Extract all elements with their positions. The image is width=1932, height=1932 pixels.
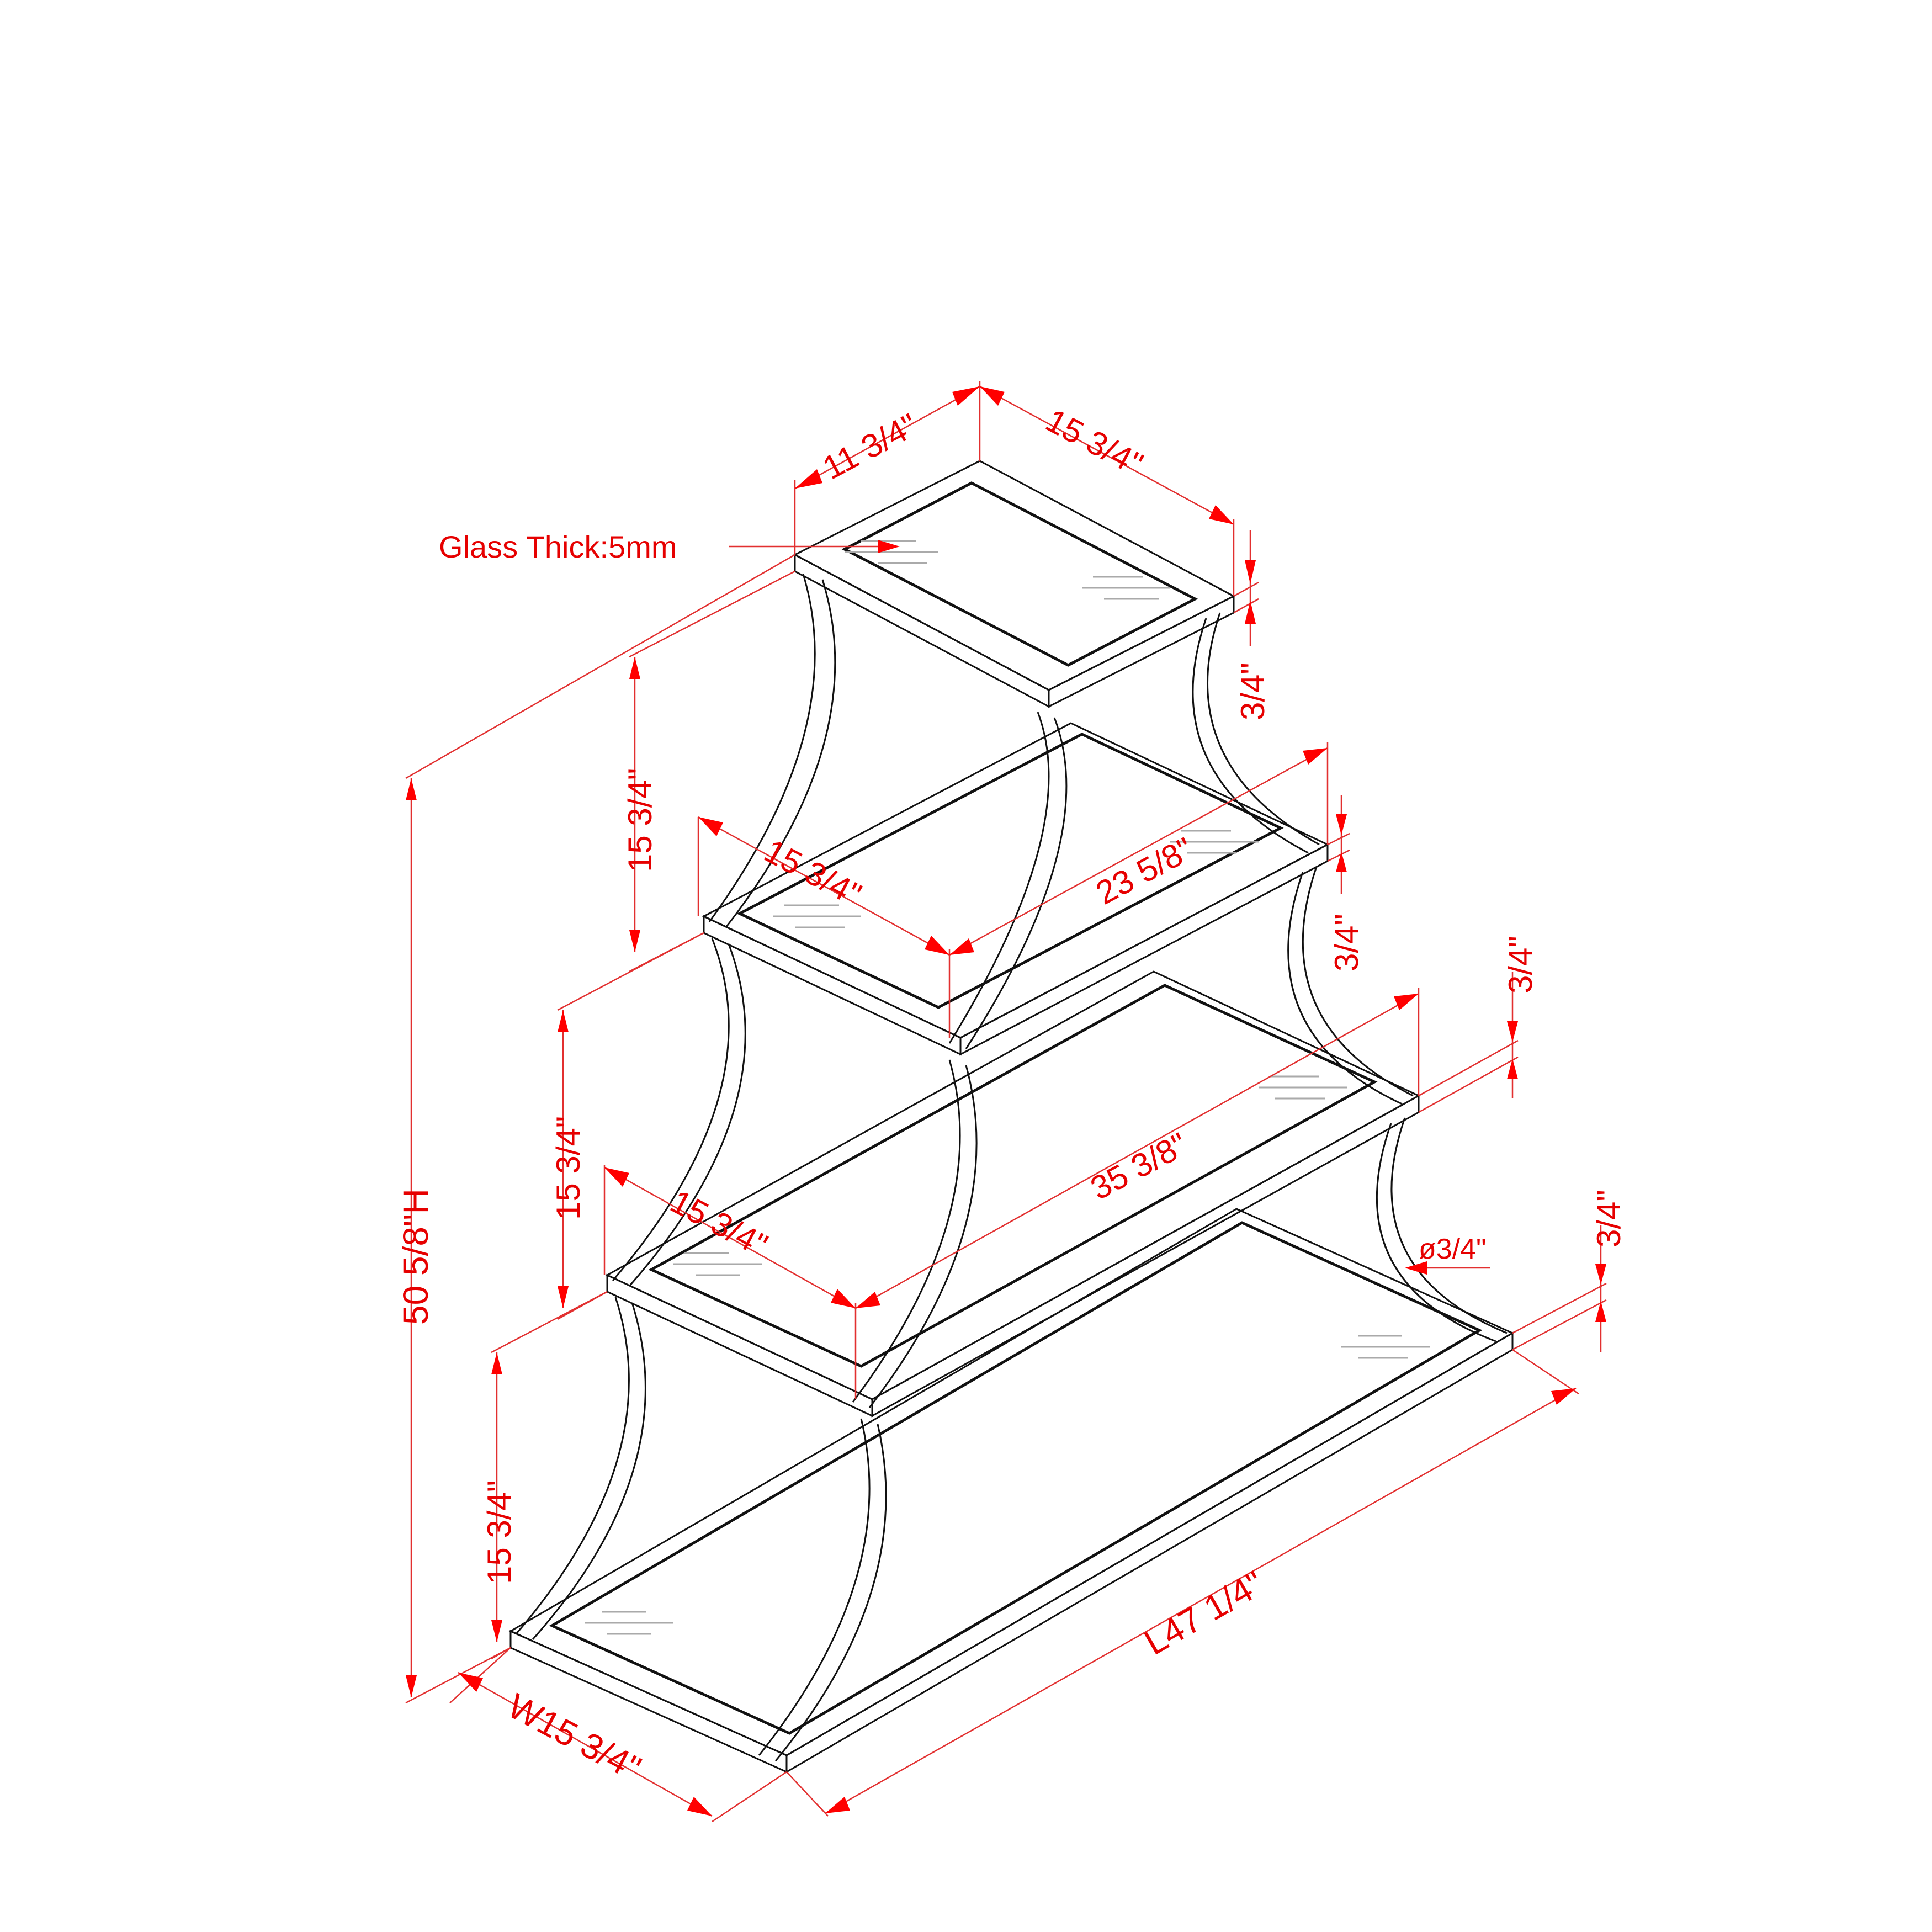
second-tier-depth-label: 15 3/4" <box>758 832 868 913</box>
shelf-structure <box>508 460 1515 1774</box>
tier-bottom <box>508 1208 1515 1774</box>
third-tier-thickness-label: 3/4" <box>1502 936 1539 994</box>
dimension-lines <box>405 381 1607 1823</box>
tier-top <box>793 460 1236 708</box>
second-tier-thickness-label: 3/4" <box>1328 914 1365 972</box>
curved-legs <box>515 574 1508 1761</box>
dimension-labels: Glass Thick:5mm 11 3/4" 15 3/4" 3/4" 15 … <box>396 401 1627 1788</box>
tube-diameter-label: ø3/4" <box>1419 1233 1487 1265</box>
tier-second <box>702 722 1330 1056</box>
bottom-tier-thickness-label: 3/4" <box>1590 1190 1627 1248</box>
overall-width-label: W15 3/4" <box>501 1686 647 1788</box>
third-tier-length-label: 35 3/8" <box>1085 1126 1194 1207</box>
top-tier-length-label: 15 3/4" <box>1040 401 1149 482</box>
overall-length-label: L47 1/4" <box>1138 1563 1271 1663</box>
spacing-third-label: 15 3/4" <box>481 1480 518 1584</box>
glass-thickness-note: Glass Thick:5mm <box>439 529 677 564</box>
top-tier-depth-label: 11 3/4" <box>817 406 924 486</box>
spacing-top-label: 15 3/4" <box>622 768 659 872</box>
overall-height-label: 50 5/8"H <box>396 1188 436 1325</box>
spacing-second-label: 15 3/4" <box>550 1116 587 1220</box>
top-tier-thickness-label: 3/4" <box>1234 662 1271 720</box>
